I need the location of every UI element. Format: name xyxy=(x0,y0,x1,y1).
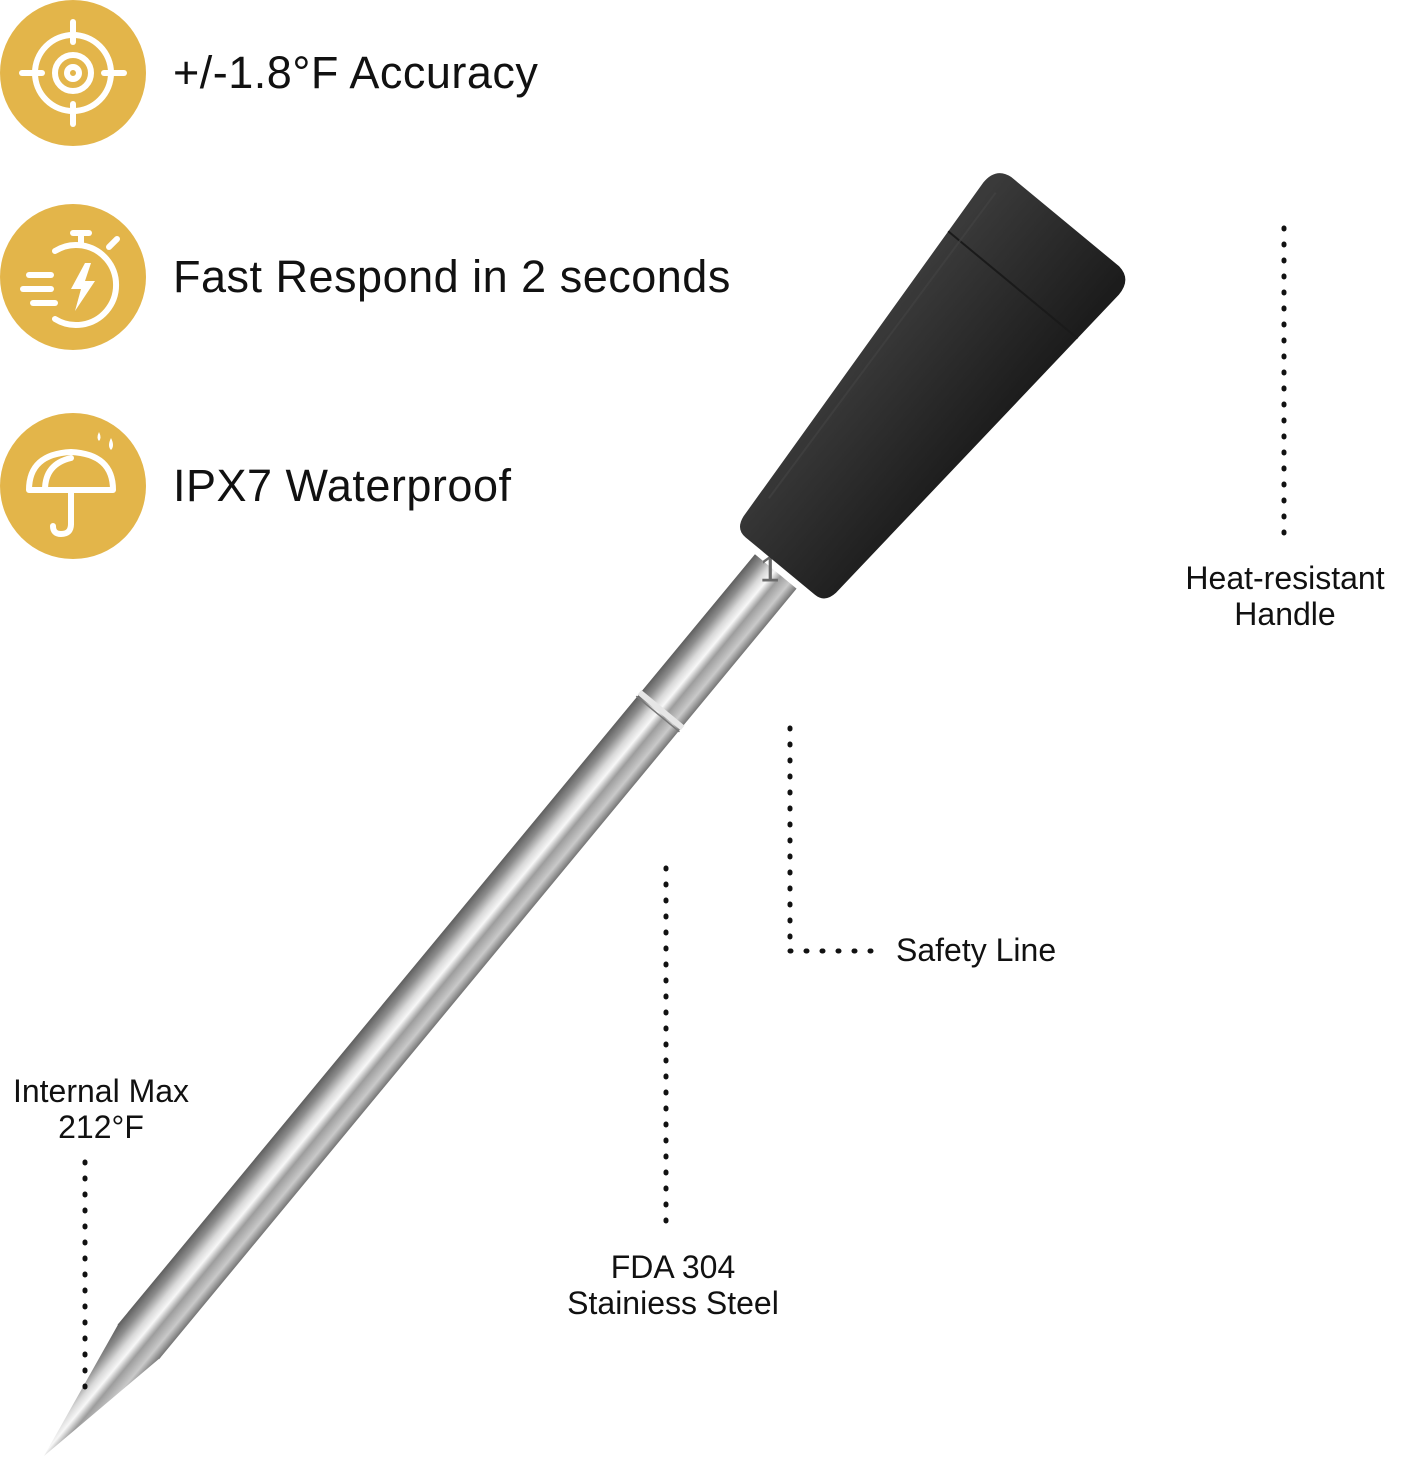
stopwatch-lightning-icon xyxy=(0,204,146,350)
feature-fast-respond: Fast Respond in 2 seconds xyxy=(0,204,731,350)
callout-handle-line1: Heat-resistant xyxy=(1185,560,1385,596)
feature-accuracy: +/-1.8°F Accuracy xyxy=(0,0,538,146)
feature-accuracy-text: +/-1.8°F Accuracy xyxy=(173,47,539,98)
callout-safety-line: Safety Line xyxy=(896,932,1056,968)
callout-steel-line1: FDA 304 xyxy=(610,1249,736,1285)
callout-handle: Heat-resistant Handle xyxy=(1170,560,1400,632)
feature-waterproof-text: IPX7 Waterproof xyxy=(173,460,512,511)
callout-steel-line2: Stainiess Steel xyxy=(567,1285,779,1321)
feature-fast-respond-text: Fast Respond in 2 seconds xyxy=(173,251,731,302)
callout-tip-line2: 212°F xyxy=(58,1109,144,1145)
callout-tip: Internal Max 212°F xyxy=(0,1073,202,1145)
probe-shaft xyxy=(117,554,797,1360)
probe-handle xyxy=(740,173,1126,599)
callout-tip-line1: Internal Max xyxy=(12,1073,190,1109)
safety-line-ring xyxy=(637,689,685,731)
target-icon xyxy=(0,0,146,146)
callout-handle-line2: Handle xyxy=(1234,596,1336,632)
umbrella-icon xyxy=(0,413,146,559)
feature-waterproof: IPX7 Waterproof xyxy=(0,413,511,559)
probe-tip xyxy=(44,1323,161,1456)
callout-safety-line1: Safety Line xyxy=(896,932,1057,968)
probe-body: 1 xyxy=(44,173,1126,1456)
callout-steel: FDA 304 Stainiess Steel xyxy=(548,1249,798,1321)
